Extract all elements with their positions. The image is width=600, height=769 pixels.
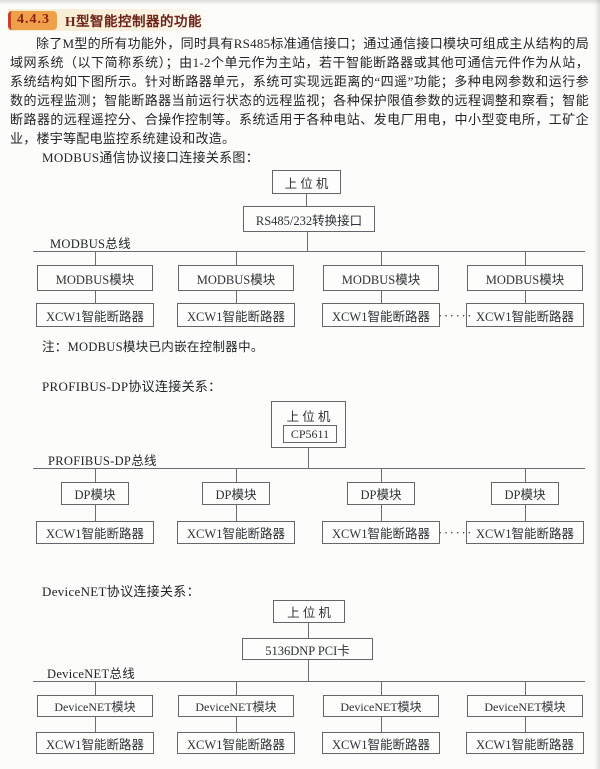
module-box: DP模块 <box>491 482 559 505</box>
host-label: 上 位 机 <box>286 410 331 424</box>
connector-line <box>236 291 237 303</box>
module-box: DeviceNET模块 <box>323 695 439 717</box>
connector-line <box>525 505 526 521</box>
connector-line <box>236 717 237 732</box>
drop-line <box>236 682 237 695</box>
bus-line <box>33 251 585 252</box>
module-box: DP模块 <box>61 482 129 505</box>
breaker-box: XCW1智能断路器 <box>36 521 154 544</box>
connector-line <box>381 505 382 521</box>
breaker-box: XCW1智能断路器 <box>322 521 440 544</box>
breaker-box: XCW1智能断路器 <box>177 521 295 544</box>
breaker-box: XCW1智能断路器 <box>322 303 440 327</box>
module-box: MODBUS模块 <box>467 265 583 291</box>
ellipsis-dots: ······ <box>438 525 473 540</box>
bus-label: PROFIBUS-DP总线 <box>48 454 157 468</box>
intro-paragraph: 除了M型的所有功能外，同时具有RS485标准通信接口；通过通信接口模块可组成主从… <box>10 36 589 146</box>
interface-card-box: CP5611 <box>283 425 337 443</box>
breaker-box: XCW1智能断路器 <box>177 303 295 327</box>
drop-line <box>95 252 96 265</box>
connector-line <box>236 505 237 521</box>
converter-box: RS485/232转换接口 <box>243 206 375 232</box>
connector-line <box>525 291 526 303</box>
drop-line <box>525 682 526 695</box>
connector-line <box>95 291 96 303</box>
connector-line <box>525 717 526 732</box>
drop-line <box>236 469 237 482</box>
ellipsis-dots: ······ <box>438 308 473 323</box>
breaker-box: XCW1智能断路器 <box>322 732 440 754</box>
section-header: 4.4.3 H型智能控制器的功能 <box>8 9 217 31</box>
connector-line <box>381 717 382 732</box>
bus-label: MODBUS总线 <box>50 237 131 251</box>
drop-line <box>95 469 96 482</box>
diagram-title: MODBUS通信协议接口连接关系图： <box>42 150 260 165</box>
bus-line <box>33 468 585 469</box>
drop-line <box>381 252 382 265</box>
connector-line <box>95 505 96 521</box>
module-box: DP模块 <box>347 482 415 505</box>
converter-box: 5136DNP PCI卡 <box>242 638 373 660</box>
breaker-box: XCW1智能断路器 <box>36 303 154 327</box>
breaker-box: XCW1智能断路器 <box>36 732 154 754</box>
module-box: DP模块 <box>202 482 270 505</box>
module-box: MODBUS模块 <box>178 265 294 291</box>
breaker-box: XCW1智能断路器 <box>466 732 584 754</box>
connector-line <box>308 448 309 468</box>
drop-line <box>95 682 96 695</box>
host-computer-box: 上 位 机 <box>273 600 345 623</box>
module-box: DeviceNET模块 <box>178 695 294 717</box>
drop-line <box>525 469 526 482</box>
module-box: MODBUS模块 <box>323 265 439 291</box>
drop-line <box>381 469 382 482</box>
section-title: H型智能控制器的功能 <box>65 14 203 29</box>
breaker-box: XCW1智能断路器 <box>177 732 295 754</box>
breaker-box: XCW1智能断路器 <box>466 303 584 327</box>
bus-line <box>33 681 585 682</box>
module-box: DeviceNET模块 <box>467 695 583 717</box>
connector-line <box>306 194 307 206</box>
bus-label: DeviceNET总线 <box>47 667 135 681</box>
diagram-title: PROFIBUS-DP协议连接关系： <box>42 379 222 394</box>
module-box: DeviceNET模块 <box>37 695 153 717</box>
breaker-box: XCW1智能断路器 <box>466 521 584 544</box>
drop-line <box>381 682 382 695</box>
connector-line <box>308 623 309 638</box>
drop-line <box>236 252 237 265</box>
connector-line <box>307 232 308 251</box>
drop-line <box>525 252 526 265</box>
diagram-title: DeviceNET协议连接关系： <box>42 584 200 599</box>
diagram-note: 注：MODBUS模块已内嵌在控制器中。 <box>42 340 264 354</box>
section-number: 4.4.3 <box>8 10 57 30</box>
connector-line <box>308 660 309 681</box>
module-box: MODBUS模块 <box>37 265 153 291</box>
connector-line <box>95 717 96 732</box>
connector-line <box>381 291 382 303</box>
host-computer-box: 上 位 机 <box>272 170 341 194</box>
host-computer-box: 上 位 机 <box>271 401 346 448</box>
